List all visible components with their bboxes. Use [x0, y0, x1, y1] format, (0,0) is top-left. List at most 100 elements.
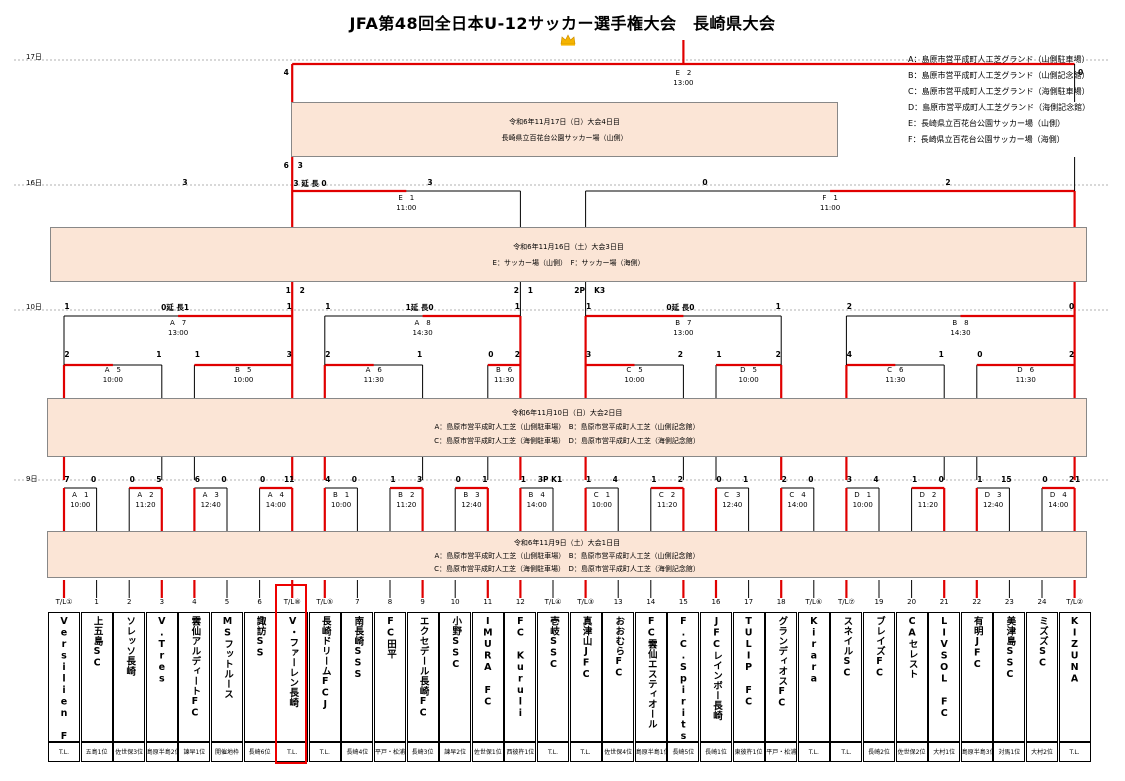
team-seed: 23 [1004, 598, 1014, 606]
schedule-line: C：島原市営平成町人工芝（海側駐車場） D：島原市営平成町人工芝（海側記念館） [434, 565, 700, 573]
match-code: A 6 [365, 366, 382, 374]
match-score: 0 [1042, 475, 1048, 484]
match-score: 0 [1077, 68, 1084, 77]
team-cell: スネイルSC [830, 612, 863, 742]
team-seed: 13 [613, 598, 623, 606]
team-cell: 小野SSC [439, 612, 472, 742]
team-cell: F.C.Spirits [667, 612, 700, 742]
match-code: F 1 [822, 194, 838, 202]
team-seed: 20 [907, 598, 917, 606]
match-code: D 2 [919, 491, 937, 499]
team-seed: T/L④ [544, 598, 562, 606]
team-cell: V.Tres [145, 612, 178, 742]
match-code: B 5 [235, 366, 252, 374]
match-time: 10:00 [852, 501, 873, 509]
match-score: 2 [677, 350, 683, 359]
match-code: B 6 [495, 366, 513, 374]
match-score: 1 [585, 475, 592, 484]
venue-legend-item: D：島原市営平成町人工芝グランド（海側記念館） [908, 103, 1091, 112]
team-name: 壱岐SSC [548, 616, 559, 671]
team-seed: 3 [159, 598, 165, 606]
team-seed: 22 [972, 598, 982, 606]
team-seed: 24 [1037, 598, 1047, 606]
match-score: 5 [156, 475, 162, 484]
match-score: 2 [846, 302, 852, 311]
match-score: 0 [1068, 302, 1075, 311]
match-score: 2 [775, 350, 781, 359]
crown-icon [560, 34, 576, 46]
schedule-line: 令和6年11月10日（日）大会2日目 [511, 409, 623, 417]
team-qualification: 東彼杵1位 [732, 742, 765, 762]
match-time: 11:30 [494, 376, 515, 384]
match-label: B 6 11:30 [494, 365, 514, 385]
match-code: B 2 [398, 491, 415, 499]
team-qualification: T.L. [797, 742, 830, 762]
team-qualification: 平戸・松浦1位 [374, 742, 406, 762]
match-time: 10:00 [70, 501, 91, 509]
team-name: おおむらFC [613, 616, 625, 679]
match-score: 1 [775, 302, 781, 311]
match-score: 2 [299, 286, 305, 295]
venue-legend-item: F：長崎県立百花台公園サッカー場（海側） [908, 135, 1065, 144]
match-score: 4 [873, 475, 879, 484]
team-cell: 長崎ドリームFCJ [308, 612, 341, 742]
team-qualification: T.L. [569, 742, 602, 762]
match-score: 0 [808, 475, 814, 484]
schedule-line: A：島原市営平成町人工芝（山側駐車場） B：島原市営平成町人工芝（山側記念館） [434, 423, 700, 431]
match-time: 14:30 [412, 329, 433, 337]
match-score: 1 [520, 475, 526, 484]
team-seed: 12 [515, 598, 525, 606]
match-time: 14:00 [265, 501, 286, 509]
match-score: 2 [945, 178, 951, 187]
team-cell: LIVSOL FC [928, 612, 961, 742]
schedule-line: 令和6年11月16日（土）大会3日目 [513, 243, 624, 251]
team-seed: 6 [257, 598, 262, 606]
team-name: V.Tres [156, 616, 168, 685]
match-code: B 1 [332, 491, 350, 499]
match-score: 0 [702, 178, 708, 187]
match-label: A 2 11:20 [135, 490, 155, 510]
team-qualification: 長崎4位 [341, 742, 374, 762]
match-score: 6 [194, 475, 200, 484]
schedule-box-day1: 令和6年11月9日（土）大会1日目 A：島原市営平成町人工芝（山側駐車場） B：… [47, 531, 1087, 578]
match-time: 12:40 [461, 501, 482, 509]
team-qualification: 佐世保3位 [113, 742, 146, 762]
match-score: 7 [64, 475, 70, 484]
match-code: A 8 [414, 319, 431, 327]
match-score: 4 [612, 475, 618, 484]
match-time: 14:00 [526, 501, 547, 509]
match-score: 4 [283, 68, 289, 77]
match-score: 0 [488, 350, 494, 359]
match-score: 1 [156, 350, 162, 359]
match-score: 6 [283, 161, 289, 170]
team-seed: T/L③ [577, 598, 594, 606]
match-code: A 2 [137, 491, 154, 499]
match-time: 13:00 [168, 329, 189, 337]
match-code: D 4 [1049, 491, 1067, 499]
match-code: A 4 [267, 491, 285, 499]
match-score: 0 [351, 475, 357, 484]
match-time: 11:20 [135, 501, 156, 509]
team-name: TULIP FC [743, 616, 755, 708]
team-cell: FC雲仙エスティオール [634, 612, 667, 742]
team-name: F.C.Spirits [677, 616, 689, 742]
team-seed: T/L⑥ [805, 598, 823, 606]
match-score: 0 [977, 350, 983, 359]
team-seed: 9 [420, 598, 425, 606]
team-cell: TULIP FC [732, 612, 765, 742]
team-qualification: 長崎6位 [243, 742, 276, 762]
schedule-box-day3: 令和6年11月16日（土）大会3日目 E：サッカー場（山側） F：サッカー場（海… [50, 227, 1087, 282]
match-score: 3 延 長 0 [293, 179, 327, 188]
match-time: 11:30 [885, 376, 906, 384]
match-score: 4 [325, 475, 331, 484]
match-time: 11:20 [396, 501, 417, 509]
match-score: 0 [938, 475, 944, 484]
team-seed: 18 [776, 598, 786, 606]
